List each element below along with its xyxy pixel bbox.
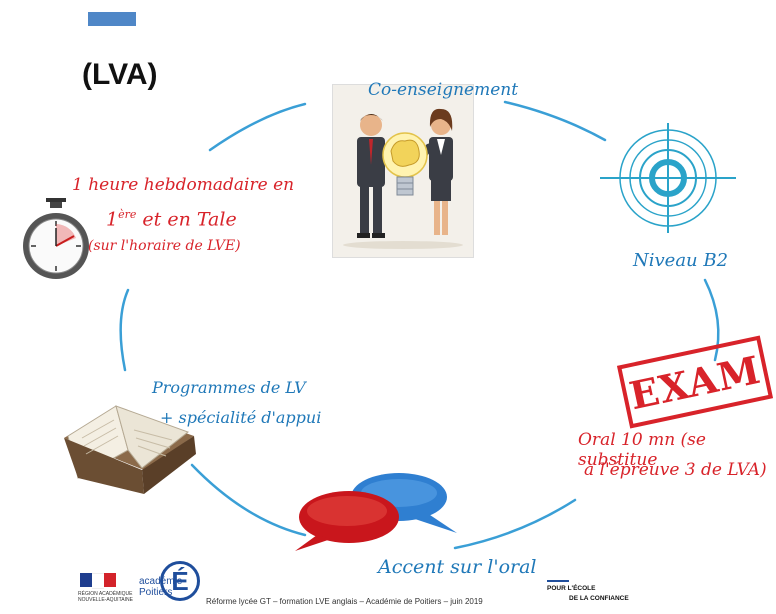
ecole-accent-bar [547,580,569,582]
oral-label-line2: à l'épreuve 3 de LVA) [584,460,767,480]
coenseignement-label: Co-enseignement [368,80,519,100]
ring-arc-top-right [503,100,607,142]
footer-credit: Réforme lycée GT – formation LVE anglais… [206,597,483,606]
heure-sup: ère [118,208,137,221]
niveau-label: Niveau B2 [633,250,729,271]
heure-label-line2: 1ère et en Tale [106,208,237,230]
ring-arc-left [119,288,130,372]
ecole-confiance-logo: POUR L'ÉCOLE DE LA CONFIANCE [547,584,629,604]
heure-rest: et en Tale [136,208,237,231]
ring-arc-top-left [208,102,307,152]
region-label: RÉGION ACADÉMIQUE NOUVELLE-AQUITAINE [78,591,133,603]
academie-line2: Poitiers [139,587,173,598]
heure-num: 1 [106,208,119,231]
ecole-line2: DE LA CONFIANCE [569,595,629,602]
programmes-label-line2: + spécialité d'appui [160,408,322,427]
ring-arc-bottom-left [190,463,307,537]
target-icon [600,123,736,233]
oral-label-line1: Oral 10 mn (se substitue [578,430,706,470]
teachers-lightbulb-image [332,84,474,258]
programmes-label-line1: Programmes de LV [152,378,306,397]
heure-label-line1: 1 heure hebdomadaire en [72,175,295,195]
academie-logo-letter: É [160,561,200,601]
header-accent-bar [88,12,136,26]
french-flag-logo [80,573,116,589]
ring-arc-bottom-right [453,498,577,550]
ecole-line1: POUR L'ÉCOLE [547,585,596,592]
heure-label-line3: (sur l'horaire de LVE) [88,238,241,254]
book-icon [64,405,196,494]
speech-bubbles-icon [295,473,457,551]
stopwatch-icon [23,198,89,279]
ring-arc-right [703,278,720,362]
accent-label: Accent sur l'oral [378,556,537,578]
page-title: (LVA) [82,58,158,91]
